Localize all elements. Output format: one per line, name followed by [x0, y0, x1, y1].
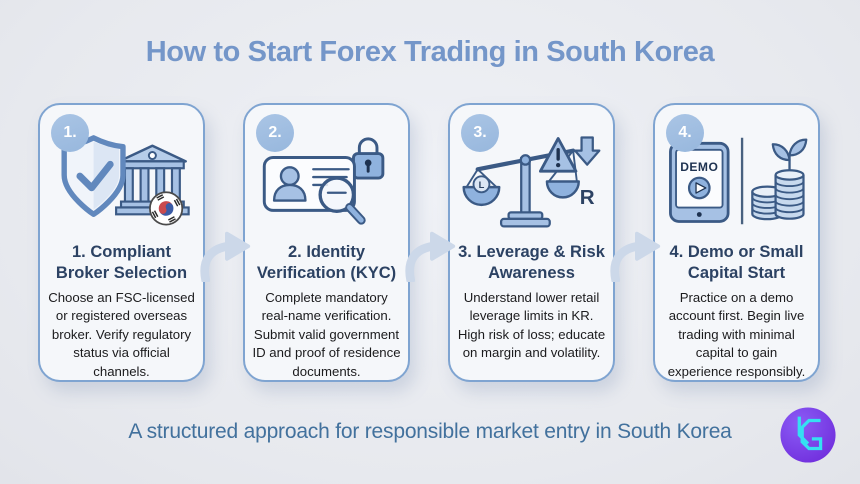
- shield-check-bank-korea-flag-icon: [40, 129, 203, 233]
- magnifier-icon: [317, 176, 366, 225]
- left-pan-label: L: [479, 180, 485, 190]
- step-3-description: Understand lower retail leverage limits …: [457, 289, 606, 361]
- step-3-title: 3. Leverage & Risk Awareness: [458, 243, 605, 282]
- balance-scale-warning-icon: L R: [450, 129, 613, 233]
- step-4-description: Practice on a demo account first. Begin …: [667, 289, 806, 379]
- demo-tablet-icon: DEMO: [669, 141, 730, 223]
- demo-tablet-coins-sprout-icon: DEMO: [655, 129, 818, 233]
- step-1-description: Choose an FSC-licensed or registered ove…: [48, 289, 195, 379]
- brand-logo-icon: [779, 406, 837, 464]
- page-title: How to Start Forex Trading in South Kore…: [145, 36, 715, 68]
- warning-triangle-icon: [538, 136, 578, 173]
- risk-r-label: R: [580, 185, 595, 208]
- korea-flag-icon: [148, 191, 183, 226]
- step-arrow-icon-2: [402, 224, 458, 285]
- step-arrow-icon-1: [197, 224, 253, 285]
- shield-check-icon: [60, 135, 126, 218]
- down-arrow-icon: [573, 135, 601, 166]
- left-pan-leverage: L: [462, 168, 501, 206]
- id-card-lock-magnifier-icon: [245, 129, 408, 233]
- step-3-badge: 3.: [461, 114, 499, 152]
- step-card-demo-capital: 4. DEMO: [653, 103, 820, 382]
- scale-pivot: [519, 153, 532, 166]
- lock-icon: [351, 137, 384, 180]
- step-1-badge: 1.: [51, 114, 89, 152]
- coins-sprout-icon: [751, 138, 808, 221]
- step-4-badge: 4.: [666, 114, 704, 152]
- step-arrow-icon-3: [607, 224, 663, 285]
- step-2-title: 2. Identity Verification (KYC): [256, 243, 397, 282]
- demo-label: DEMO: [680, 160, 718, 174]
- step-1-title: 1. Compliant Broker Selection: [55, 243, 188, 282]
- footer-tagline: A structured approach for responsible ma…: [128, 420, 732, 443]
- home-button: [696, 212, 702, 217]
- step-card-broker-selection: 1.: [38, 103, 205, 382]
- step-4-title: 4. Demo or Small Capital Start: [669, 243, 804, 282]
- step-card-leverage-risk: 3. L: [448, 103, 615, 382]
- step-2-badge: 2.: [256, 114, 294, 152]
- step-2-description: Complete mandatory real-name verificatio…: [252, 289, 401, 379]
- step-card-identity-verification: 2.: [243, 103, 410, 382]
